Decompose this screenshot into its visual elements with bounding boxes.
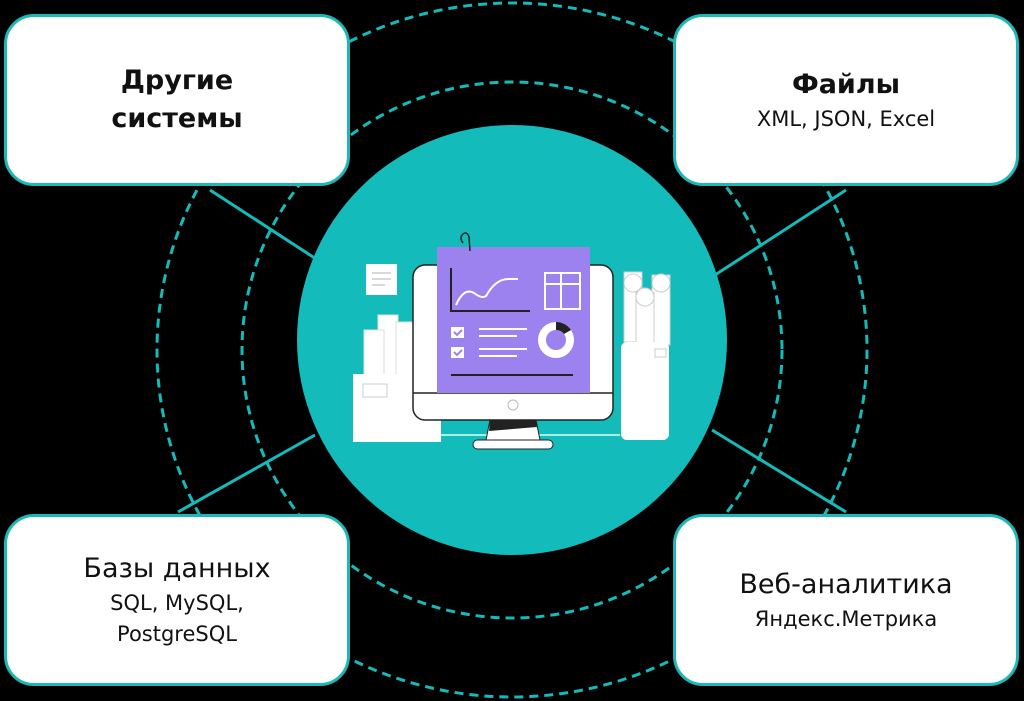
outer-dashed-ring bbox=[155, 1, 869, 699]
box-web-analytics: Веб-аналитика Яндекс.Метрика bbox=[673, 514, 1019, 686]
inner-dashed-ring bbox=[240, 80, 784, 620]
computer-illustration bbox=[353, 232, 671, 450]
box-subtitle: SQL, MySQL, bbox=[110, 591, 244, 615]
box-title: Файлы bbox=[791, 68, 901, 100]
box-title: Другие bbox=[120, 65, 234, 96]
paperclip-icon bbox=[460, 232, 471, 252]
box-subtitle: XML, JSON, Excel bbox=[756, 106, 936, 131]
box-title: Веб-аналитика bbox=[739, 568, 953, 600]
box-title: Базы данных bbox=[83, 553, 271, 584]
box-files: Файлы XML, JSON, Excel bbox=[673, 14, 1019, 186]
box-databases: Базы данных SQL, MySQL, PostgreSQL bbox=[4, 514, 350, 686]
box-subtitle: PostgreSQL bbox=[117, 622, 237, 646]
box-title: системы bbox=[111, 103, 243, 134]
box-other-systems: Другие системы bbox=[4, 14, 350, 186]
box-subtitle: Яндекс.Метрика bbox=[754, 606, 938, 631]
